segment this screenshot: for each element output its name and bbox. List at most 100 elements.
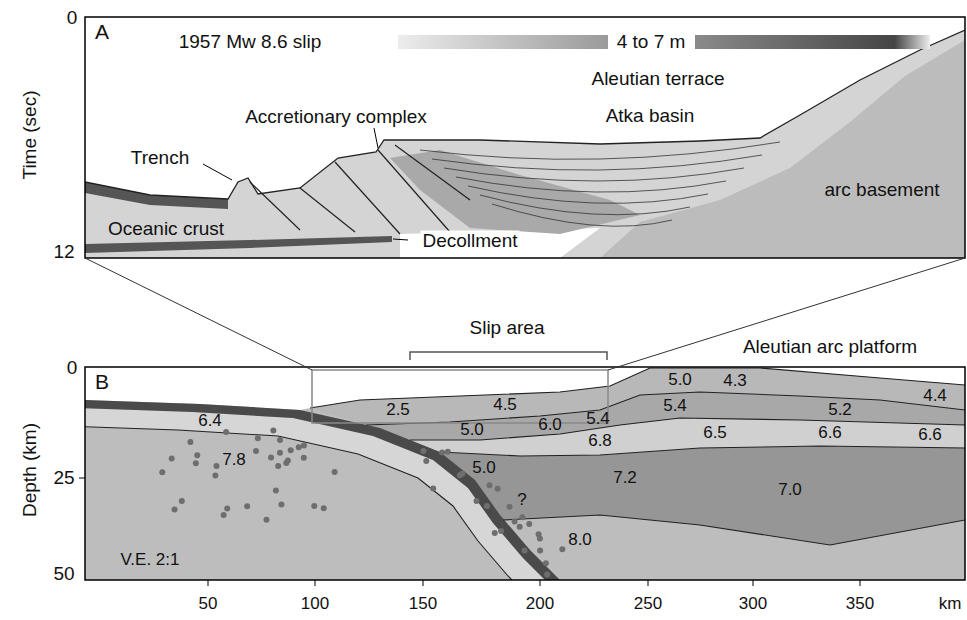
velocity-label: 5.0 (472, 459, 496, 478)
velocity-label: 6.6 (918, 426, 942, 445)
label: Time (sec) (20, 90, 41, 179)
hypocenter-dot (498, 528, 504, 534)
hypocenter-dot (486, 482, 492, 488)
hypocenter-dot (253, 448, 259, 454)
label: Accretionary complex (245, 107, 427, 128)
hypocenter-dot (473, 498, 479, 504)
axis-tick-label: 250 (634, 595, 662, 614)
label: arc basement (824, 180, 939, 201)
hypocenter-dot (296, 444, 302, 450)
velocity-label: 4.5 (493, 396, 517, 415)
hypocenter-dot (193, 460, 199, 466)
axis-tick-label: km (939, 595, 962, 614)
velocity-label: 8.0 (568, 531, 592, 550)
hypocenter-dot (301, 443, 307, 449)
hypocenter-dot (277, 450, 283, 456)
hypocenter-dot (430, 485, 436, 491)
hypocenter-dot (519, 514, 525, 520)
hypocenter-dot (512, 519, 518, 525)
label: Aleutian terrace (591, 69, 724, 90)
hypocenter-dot (277, 437, 283, 443)
hypocenter-dot (423, 458, 429, 464)
hypocenter-dot (537, 548, 543, 554)
hypocenter-dot (224, 506, 230, 512)
hypocenter-dot (321, 505, 327, 511)
velocity-label: 7.8 (222, 451, 246, 470)
velocity-label: 7.0 (778, 481, 802, 500)
velocity-label: 5.0 (460, 421, 484, 440)
hypocenter-dot (445, 449, 451, 455)
hypocenter-dot (159, 469, 165, 475)
hypocenter-dot (263, 517, 269, 523)
label: 1957 Mw 8.6 slip (179, 32, 322, 53)
hypocenter-dot (212, 472, 218, 478)
hypocenter-dot (268, 454, 274, 460)
hypocenter-dot (517, 524, 523, 530)
label: 12 (53, 242, 74, 263)
velocity-label: 4.4 (923, 387, 947, 406)
hypocenter-dot (172, 506, 178, 512)
velocity-model (85, 367, 965, 580)
velocity-label: 7.2 (613, 469, 637, 488)
velocity-label: 4.3 (723, 372, 747, 391)
axis-tick-label: 350 (846, 595, 874, 614)
label: A (95, 20, 109, 43)
velocity-label: 2.5 (386, 401, 410, 420)
hypocenter-dot (439, 450, 445, 456)
velocity-label: 5.4 (663, 397, 687, 416)
hypocenter-dot (543, 560, 549, 566)
velocity-label: 6.6 (818, 424, 842, 443)
earthquake-dots (159, 427, 565, 577)
hypocenter-dot (278, 501, 284, 507)
label: 50 (53, 564, 74, 585)
hypocenter-dot (522, 547, 528, 553)
label: 25 (53, 468, 74, 489)
hypocenter-dot (537, 536, 543, 542)
hypocenter-dot (495, 486, 501, 492)
hypocenter-dot (459, 471, 465, 477)
label: B (95, 370, 109, 393)
label: Aleutian arc platform (743, 337, 917, 358)
hypocenter-dot (311, 503, 317, 509)
axis-tick-label: 200 (526, 595, 554, 614)
label: Depth (km) (20, 423, 41, 517)
label: 0 (67, 8, 78, 29)
hypocenter-dot (244, 503, 250, 509)
label: Trench (131, 148, 189, 169)
velocity-label: 5.0 (668, 371, 692, 390)
hypocenter-dot (332, 469, 338, 475)
velocity-label: 5.2 (828, 401, 852, 420)
label: Slip area (470, 318, 545, 339)
label: 4 to 7 m (617, 32, 686, 53)
hypocenter-dot (187, 439, 193, 445)
hypocenter-dot (194, 452, 200, 458)
hypocenter-dot (484, 503, 490, 509)
hypocenter-dot (420, 448, 426, 454)
hypocenter-dot (179, 498, 185, 504)
hypocenter-dot (288, 447, 294, 453)
hypocenter-dot (255, 435, 261, 441)
hypocenter-dot (221, 512, 227, 518)
hypocenter-dot (213, 463, 219, 469)
label: Oceanic crust (108, 219, 224, 240)
hypocenter-dot (507, 504, 513, 510)
hypocenter-dot (544, 571, 550, 577)
velocity-label: 6.0 (538, 416, 562, 435)
hypocenter-dot (270, 427, 276, 433)
hypocenter-dot (492, 530, 498, 536)
label: Decollment (420, 231, 519, 252)
axis-tick-label: 50 (199, 595, 218, 614)
hypocenter-dot (559, 546, 565, 552)
hypocenter-dot (275, 463, 281, 469)
hypocenter-dot (223, 429, 229, 435)
hypocenter-dot (301, 455, 307, 461)
velocity-label: ? (517, 491, 526, 510)
axis-tick-label: 150 (409, 595, 437, 614)
velocity-label: 6.5 (703, 424, 727, 443)
velocity-label: 5.4 (586, 410, 610, 429)
hypocenter-dot (169, 456, 175, 462)
velocity-label: 6.4 (198, 412, 222, 431)
axis-tick-label: 100 (301, 595, 329, 614)
